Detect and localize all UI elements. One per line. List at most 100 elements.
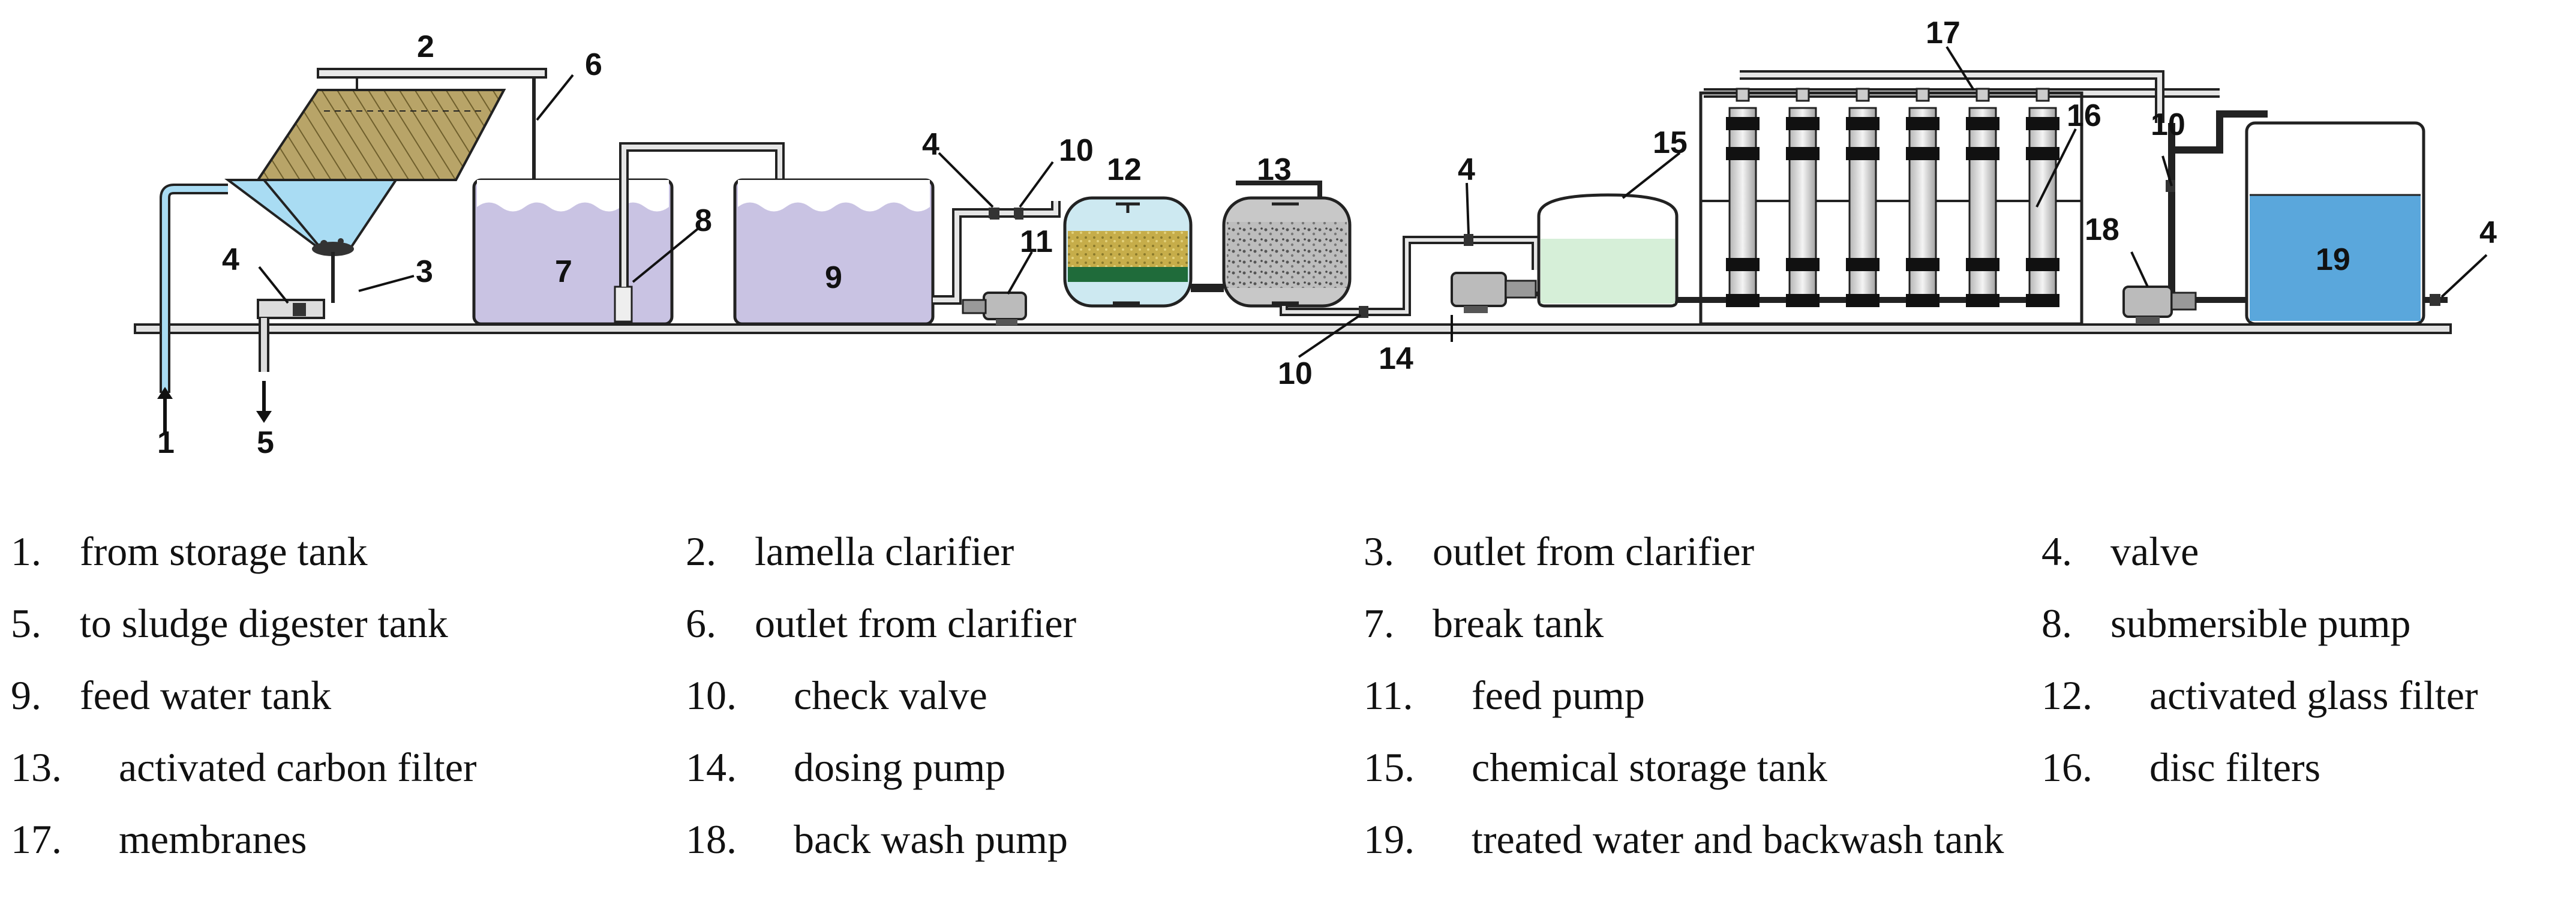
callout-8: 8: [695, 203, 712, 238]
legend-text: break tank: [1433, 600, 1604, 646]
legend-item: 2.lamella clarifier: [686, 528, 1364, 575]
activated-glass-filter: [1063, 196, 1224, 308]
callout-4d: 4: [2479, 215, 2497, 250]
membrane-module: [1966, 88, 1999, 307]
legend-item: 17. membranes: [11, 816, 686, 863]
callout-4a: 4: [222, 242, 239, 277]
legend-number: 1.: [11, 528, 41, 574]
callout-6: 6: [585, 47, 602, 82]
legend-number: 16.: [2041, 744, 2092, 790]
legend-number: 17.: [11, 816, 62, 862]
legend-number: 7.: [1364, 600, 1394, 646]
legend-number: 4.: [2041, 528, 2072, 574]
legend-item: 3. outlet from clarifier: [1364, 528, 2041, 575]
legend-text: feed water tank: [80, 672, 332, 718]
callout-2: 2: [417, 29, 434, 64]
valve-icon: [2430, 294, 2440, 306]
legend-number: 10.: [686, 672, 737, 718]
legend-text: treated water and backwash tank: [1472, 816, 2004, 862]
legend-item: 10. check valve: [686, 672, 1364, 719]
legend-item: 6. outlet from clarifier: [686, 600, 1364, 647]
callout-labels: 1 5 2 6 3 4 7 8 9 4 10 12 11 13 4 10 14 …: [157, 16, 2497, 460]
valve-icon: [990, 208, 999, 220]
membranes-row: [1726, 88, 2059, 307]
legend-number: 5.: [11, 600, 41, 646]
flow-arrows: [157, 381, 272, 435]
legend-item: 1. from storage tank: [11, 528, 686, 575]
legend-number: 3.: [1364, 528, 1394, 574]
membrane-module: [1846, 88, 1880, 307]
legend-number: 2.: [686, 528, 716, 574]
legend-text: submersible pump: [2110, 600, 2411, 646]
activated-carbon-filter: [1222, 181, 1540, 316]
legend-number: 9.: [11, 672, 41, 718]
callout-1: 1: [157, 425, 175, 460]
legend-item: 4. valve: [2041, 528, 2572, 575]
legend-number: 13.: [11, 744, 62, 790]
legend-item: 16. disc filters: [2041, 744, 2572, 791]
treated-water-tank: [2245, 121, 2448, 326]
membrane-module: [1906, 88, 1939, 307]
callout-10b: 10: [1278, 356, 1313, 391]
callout-3: 3: [416, 254, 433, 289]
callout-12: 12: [1107, 152, 1142, 187]
callout-5: 5: [257, 425, 274, 460]
legend-item: 13. activated carbon filter: [11, 744, 686, 791]
legend-text: valve: [2110, 528, 2199, 574]
back-wash-pump: [2122, 110, 2268, 324]
callout-14: 14: [1379, 341, 1413, 376]
legend-text: outlet from clarifier: [755, 600, 1077, 646]
legend-number: 14.: [686, 744, 737, 790]
legend-text: feed pump: [1472, 672, 1645, 718]
dosing-pump: [1451, 272, 1560, 313]
check-valve-icon: [1015, 208, 1023, 220]
callout-19: 19: [2316, 242, 2350, 277]
feed-water-tank: [733, 178, 935, 326]
legend-text: to sludge digester tank: [80, 600, 448, 646]
ground-line: [134, 323, 2452, 334]
legend-item: 7. break tank: [1364, 600, 2041, 647]
legend-text: disc filters: [2149, 744, 2321, 790]
callout-7: 7: [555, 254, 572, 289]
legend-item: 9. feed water tank: [11, 672, 686, 719]
legend-item: 14. dosing pump: [686, 744, 1364, 791]
legend-item: 12.activated glass filter: [2041, 672, 2572, 719]
membrane-rack: [1699, 70, 2220, 326]
valve-icon: [1464, 234, 1473, 246]
callout-10c: 10: [2151, 107, 2185, 142]
callout-4b: 4: [922, 127, 939, 162]
legend-number: 19.: [1364, 816, 1415, 862]
callout-16: 16: [2067, 98, 2101, 133]
legend-item: 5. to sludge digester tank: [11, 600, 686, 647]
callout-11: 11: [1020, 224, 1053, 259]
legend-item: 8. submersible pump: [2041, 600, 2572, 647]
callout-18: 18: [2085, 212, 2119, 247]
callout-9: 9: [825, 260, 842, 295]
callout-13: 13: [1257, 152, 1292, 187]
legend-text: outlet from clarifier: [1433, 528, 1755, 574]
legend-text: activated carbon filter: [119, 744, 477, 790]
legend-text: activated glass filter: [2149, 672, 2478, 718]
legend-text: membranes: [119, 816, 307, 862]
legend-item: 18.back wash pump: [686, 816, 1364, 863]
membrane-module: [1726, 88, 1760, 307]
process-diagram: 1 5 2 6 3 4 7 8 9 4 10 12 11 13 4 10 14 …: [134, 16, 2497, 460]
legend-number: 6.: [686, 600, 716, 646]
callout-4c: 4: [1458, 152, 1475, 187]
legend-text: from storage tank: [80, 528, 368, 574]
valve-icon: [293, 303, 306, 316]
legend-item: 19. treated water and backwash tank: [1364, 816, 2041, 863]
leader-lines: [258, 46, 2488, 358]
callout-17: 17: [1926, 16, 1960, 50]
legend-number: 8.: [2041, 600, 2072, 646]
valves: [293, 180, 2440, 318]
lamella-clarifier: [160, 68, 547, 393]
legend-item: 15.chemical storage tank: [1364, 744, 2041, 791]
legend-number: 18.: [686, 816, 737, 862]
legend-text: dosing pump: [794, 744, 1006, 790]
legend-text: check valve: [794, 672, 987, 718]
membrane-module: [1786, 88, 1820, 307]
legend-number: 15.: [1364, 744, 1415, 790]
legend-item: 11.feed pump: [1364, 672, 2041, 719]
